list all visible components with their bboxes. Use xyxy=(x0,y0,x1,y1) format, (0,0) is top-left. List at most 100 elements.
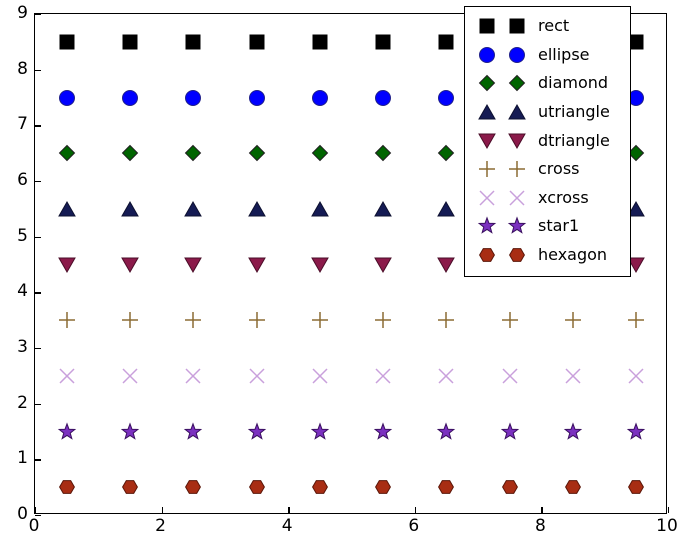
point-dtriangle-6 xyxy=(437,257,456,273)
point-ellipse-1 xyxy=(121,89,138,106)
star1-marker xyxy=(477,216,497,235)
y-tick-label-2: 2 xyxy=(17,392,28,413)
point-cross-4 xyxy=(311,312,328,329)
point-dtriangle-4 xyxy=(310,257,329,273)
y-tick-label-9: 9 xyxy=(17,3,28,23)
ellipse-marker xyxy=(479,46,495,63)
legend-marker-a-utriangle xyxy=(472,98,502,126)
point-rect-2 xyxy=(185,34,201,50)
point-diamond-9 xyxy=(628,144,645,162)
point-rect-4 xyxy=(312,34,328,50)
x-tick-0 xyxy=(35,507,37,513)
point-xcross-6 xyxy=(438,368,454,384)
point-xcross-9 xyxy=(628,368,644,384)
x-tick-label-3: 6 xyxy=(408,516,420,536)
point-cross-5 xyxy=(375,312,392,329)
point-hexagon-5 xyxy=(375,479,392,495)
point-utriangle-2 xyxy=(184,200,203,217)
point-star1-3 xyxy=(247,421,266,440)
y-tick-label-1: 1 xyxy=(17,448,28,469)
ellipse-marker xyxy=(509,46,525,63)
y-tick-3 xyxy=(35,348,41,350)
point-utriangle-4 xyxy=(310,200,329,217)
legend-entry-ellipse[interactable]: ellipse xyxy=(472,41,624,70)
xcross-marker xyxy=(479,190,495,206)
legend-entry-xcross[interactable]: xcross xyxy=(472,184,624,213)
x-tick-4 xyxy=(541,507,543,513)
legend-marker-a-xcross xyxy=(472,184,502,212)
point-cross-2 xyxy=(185,312,202,329)
legend-marker-b-diamond xyxy=(502,69,532,97)
y-tick-label-6: 6 xyxy=(17,170,28,190)
legend-entry-diamond[interactable]: diamond xyxy=(472,69,624,98)
point-ellipse-3 xyxy=(248,89,265,106)
rect-marker xyxy=(479,18,495,34)
cross-marker xyxy=(509,161,526,178)
point-rect-6 xyxy=(438,34,454,50)
legend-label-xcross: xcross xyxy=(538,187,589,207)
point-hexagon-0 xyxy=(58,479,75,495)
point-cross-7 xyxy=(501,312,518,329)
legend-entry-rect[interactable]: rect xyxy=(472,12,624,41)
point-cross-9 xyxy=(628,312,645,329)
legend-marker-b-utriangle xyxy=(502,98,532,126)
y-tick-7 xyxy=(35,125,41,127)
y-tick-label-7: 7 xyxy=(17,114,28,135)
legend-label-utriangle: utriangle xyxy=(538,102,610,122)
legend-label-cross: cross xyxy=(538,159,580,179)
rect-marker xyxy=(509,18,525,34)
point-diamond-4 xyxy=(311,144,329,162)
legend-marker-a-cross xyxy=(472,155,502,183)
point-diamond-6 xyxy=(438,144,455,162)
point-xcross-0 xyxy=(59,368,75,384)
legend-entry-cross[interactable]: cross xyxy=(472,155,624,184)
diamond-marker xyxy=(508,75,526,92)
y-tick-2 xyxy=(35,403,41,406)
x-tick-label-5: 10 xyxy=(656,516,678,536)
legend-marker-b-xcross xyxy=(502,184,532,212)
y-tick-label-4: 4 xyxy=(17,281,28,302)
point-dtriangle-3 xyxy=(247,257,266,273)
point-xcross-1 xyxy=(122,368,138,384)
point-diamond-3 xyxy=(248,144,265,162)
point-dtriangle-9 xyxy=(627,257,646,273)
y-tick-1 xyxy=(35,459,41,461)
point-hexagon-4 xyxy=(311,479,328,495)
point-diamond-0 xyxy=(58,144,75,162)
point-cross-8 xyxy=(565,312,582,329)
point-cross-6 xyxy=(438,312,455,329)
legend-marker-a-rect xyxy=(472,12,502,40)
point-rect-0 xyxy=(59,34,75,50)
xcross-marker xyxy=(509,190,525,206)
point-utriangle-9 xyxy=(627,200,646,217)
utriangle-marker xyxy=(508,104,526,120)
legend-marker-a-star1 xyxy=(472,212,502,240)
legend-entry-star1[interactable]: star1 xyxy=(472,212,624,241)
point-dtriangle-0 xyxy=(57,257,76,273)
legend-marker-a-hexagon xyxy=(472,241,502,269)
point-hexagon-8 xyxy=(565,479,582,495)
point-diamond-2 xyxy=(185,144,202,162)
cross-marker xyxy=(479,161,496,178)
point-dtriangle-5 xyxy=(374,257,393,273)
utriangle-marker xyxy=(478,104,496,120)
x-tick-label-2: 4 xyxy=(281,516,293,536)
star1-marker xyxy=(507,216,527,235)
point-star1-8 xyxy=(563,421,583,440)
hexagon-marker xyxy=(479,247,495,263)
legend-entry-dtriangle[interactable]: dtriangle xyxy=(472,126,624,155)
point-xcross-4 xyxy=(312,368,328,384)
x-tick-label-0: 0 xyxy=(28,516,40,536)
point-rect-1 xyxy=(122,34,138,50)
point-dtriangle-2 xyxy=(184,257,203,273)
x-tick-label-1: 2 xyxy=(155,516,167,536)
dtriangle-marker xyxy=(478,133,496,149)
x-tick-label-4: 8 xyxy=(534,516,546,536)
y-tick-6 xyxy=(35,181,41,183)
point-utriangle-6 xyxy=(437,200,456,217)
point-xcross-8 xyxy=(565,368,581,384)
legend-entry-utriangle[interactable]: utriangle xyxy=(472,98,624,127)
point-dtriangle-1 xyxy=(121,257,139,273)
legend-entry-hexagon[interactable]: hexagon xyxy=(472,241,624,270)
